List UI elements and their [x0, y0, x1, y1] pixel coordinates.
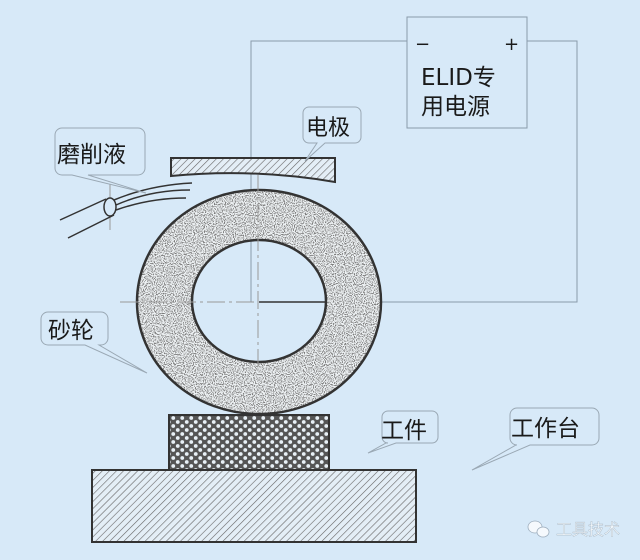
callout-workpiece: 工件	[367, 410, 439, 454]
fluid-nozzle	[59, 182, 193, 239]
power-supply-title-line1: ELID专	[421, 65, 496, 91]
label-worktable: 工作台	[511, 416, 580, 442]
grinding-wheel	[130, 185, 390, 420]
label-grinding-wheel: 砂轮	[48, 318, 94, 344]
minus-terminal: −	[415, 34, 430, 55]
worktable	[91, 469, 417, 543]
power-supply-title-line2: 用电源	[421, 94, 490, 120]
label-workpiece: 工件	[381, 418, 427, 444]
callout-worktable: 工作台	[471, 407, 600, 471]
watermark-text: 工具技术	[556, 520, 620, 539]
wechat-icon	[527, 520, 550, 538]
label-electrode: 电极	[306, 116, 350, 141]
watermark: 工具技术	[527, 520, 620, 539]
plus-terminal: +	[504, 34, 519, 55]
callout-grinding-fluid: 磨削液	[54, 127, 147, 194]
elid-power-supply: − + ELID专 用电源	[406, 16, 528, 129]
callout-electrode: 电极	[302, 106, 362, 162]
callout-grinding-wheel: 砂轮	[40, 311, 148, 374]
workpiece	[168, 414, 330, 471]
electrode	[170, 157, 336, 184]
label-grinding-fluid: 磨削液	[57, 142, 126, 168]
